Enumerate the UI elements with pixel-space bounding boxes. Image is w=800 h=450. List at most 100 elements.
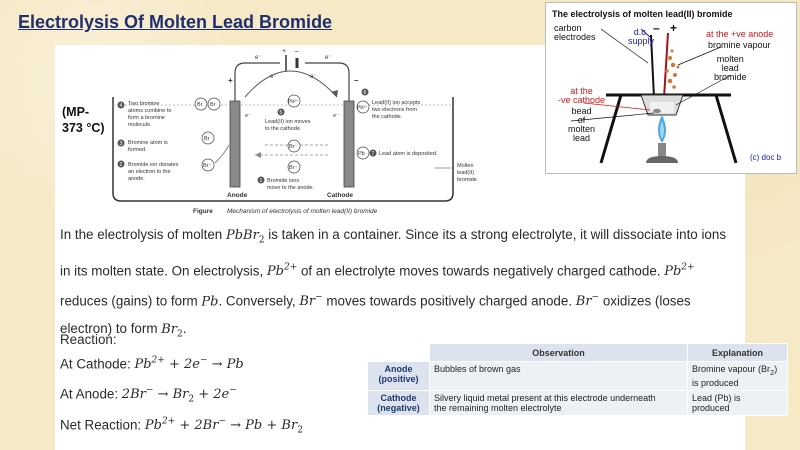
molten-lead-bromide-melt [650,102,674,113]
anode-row-header: Anode (positive) [367,361,430,391]
cathode-pointer [583,102,651,111]
apparatus-drawing [570,28,738,164]
step-badge-2 [117,160,125,168]
formula-br2: Br2 [161,322,183,340]
formula-pb-ion-2: Pb2+ [664,262,695,279]
anode-plus-sign: + [228,76,233,85]
carbon-electrode-pointer [600,28,649,64]
lead-ion-middle [287,94,301,108]
bromide-ion-middle-1 [287,139,301,153]
table-row: Anode (positive) Bubbles of brown gas Br… [367,361,788,391]
anode-explanation: Bromine vapour (Br2) is produced [687,361,788,391]
step-number-1: 1 [260,178,263,184]
dc-minus-sign: – [653,21,660,35]
mechanism-figure: + – e⁻ e⁻ + – e⁻ e⁻ Anode Cathode e⁻ e⁻ … [112,48,477,215]
lead-atom [356,146,370,160]
figure-caption-text: Mechanism of electrolysis of molten lead… [227,208,378,215]
carbon-electrodes-label: carbon electrodes [554,23,596,42]
melting-point-line-1: (MP- [62,105,90,119]
electron-flow-arrow [244,70,338,98]
step-number-4: 4 [120,103,123,109]
lead-bead-label: bead of molten lead [568,106,596,143]
bromide-ion-left-label: Br⁻ [203,163,212,169]
melting-point-label: (MP- 373 °C) [62,104,105,136]
lead-bead [653,108,661,114]
apparatus-heading: The electrolysis of molten lead(II) brom… [552,9,733,19]
bromine-atom-2 [207,97,221,111]
step-text-6: Lead(II) ion accepts two electrons from … [372,100,422,120]
cathode-observation: Silvery liquid metal present at this ele… [429,389,688,416]
observation-header: Observation [429,343,688,362]
electron-flow-arrowhead [331,90,338,97]
cathode-reaction: At Cathode: Pb2+ + 2e− → Pb [60,356,244,373]
formula-pb: Pb [201,294,219,310]
vapour-pointer [677,46,722,66]
table-header-row: Observation Explanation [368,343,788,362]
cathode-minus-sign: – [354,76,359,85]
step-badge-5 [277,108,285,116]
step-badge-3 [117,139,125,147]
anode-note-label: at the +ve anode [706,29,774,39]
step-number-5: 5 [280,110,283,116]
bromine-atom-2-label: Br [210,102,216,108]
cathode-wire [305,62,350,120]
formula-br-ion: Br− [299,292,323,310]
bromide-ion-left [201,158,215,172]
step-text-4: Two bromine atoms combine to form a brom… [128,101,173,128]
anode-label: Anode [227,192,248,199]
net-reaction: Net Reaction: Pb2+ + 2Br− → Pb + Br2 [60,417,303,436]
bromide-ion-middle-2-label: Br⁻ [289,165,298,171]
dc-pointer-line [640,28,651,38]
step-badge-1 [257,176,265,184]
bromine-atom-1-label: Br [197,102,203,108]
anode-observation: Bubbles of brown gas [429,361,688,391]
step-text-5: Lead(II) ion moves to the cathode. [265,119,312,132]
electrolyte-container [112,97,454,202]
page-title: Electrolysis Of Molten Lead Bromide [18,12,333,32]
bromide-ion-middle-2 [287,160,301,174]
table-corner [368,344,430,362]
bromine-vapour-dots [665,49,680,89]
figure-caption-label: Figure [193,208,213,215]
lead-ion-right [356,100,370,114]
step-badge-7 [369,149,377,157]
melt-pointer-right [675,74,732,106]
lead-ion-right-label: Pb²⁺ [357,105,368,111]
tripod-leg-right [714,94,738,164]
electron-donation-arrow [214,144,230,164]
battery-plus: + [282,48,286,55]
formula-br-ion-2: Br− [575,292,600,310]
step-text-2: Bromide ion donates an electron to the a… [128,162,180,182]
explanation-paragraph: In the electrolysis of molten PbBr2 is t… [60,227,727,340]
step-number-3: 3 [120,141,123,147]
anode-electrode [229,100,241,188]
burner-base [646,156,678,163]
table-row: Cathode (negative) Silvery liquid metal … [367,389,788,416]
anode-reaction: At Anode: 2Br− → Br2 + 2e− [60,386,237,405]
step-text-1: Bromide ions move to the anode. [267,178,315,191]
flame-inner [660,121,664,139]
step-number-6: 6 [364,90,367,96]
bromide-ion-middle-1-label: Br⁻ [289,144,298,150]
cathode-row-header: Cathode (negative) [367,389,430,416]
cathode-explanation: Lead (Pb) is produced [687,389,788,416]
formula-pb-ion: Pb2+ [266,262,298,279]
credit-label: (c) doc b [750,153,782,162]
step-text-3: Bromine atom is formed. [128,140,169,153]
cathode-electrode [343,100,355,188]
ion-migration-arrowhead [255,152,261,158]
bromine-atom-3-label: Br [204,136,210,142]
lead-atom-label: Pb [358,151,365,157]
bead-pointer [570,112,655,122]
reaction-label: Reaction: [60,332,117,347]
molten-lead-bromide-label: molten lead bromide [714,54,747,82]
bromine-vapour-label: bromine vapour [708,40,771,50]
step-text-7: Lead atom is deposited. [379,151,438,157]
cathode-label: Cathode [327,192,353,199]
step-badge-6 [361,88,369,96]
burner-tube [658,143,666,157]
explanation-header: Explanation [687,343,788,362]
electron-label-cathode: e⁻ [333,113,339,119]
formula-pbbr2: PbBr2 [225,228,265,246]
step-badge-4 [117,101,125,109]
